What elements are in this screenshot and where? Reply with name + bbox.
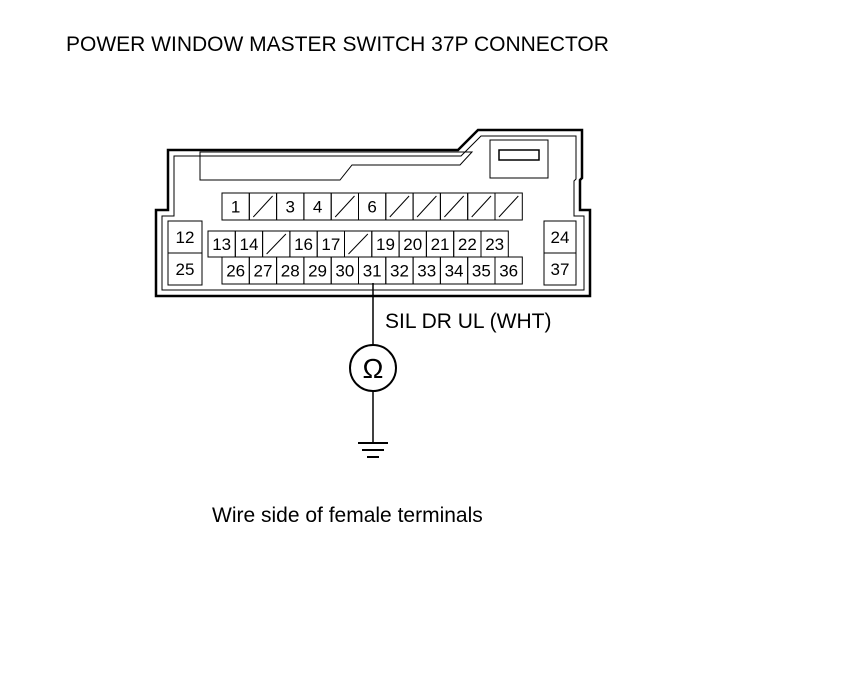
terminal-22: 22 [458,235,477,254]
terminal-31: 31 [363,262,382,281]
ohmmeter-symbol: Ω [363,353,384,384]
terminal-17: 17 [321,235,340,254]
empty-terminal-slash [348,233,369,255]
empty-terminal-slash [389,195,410,218]
connector-inner-outline [161,135,585,291]
terminal-12: 12 [176,228,195,247]
terminal-29: 29 [308,262,327,281]
terminal-1: 1 [231,198,240,217]
terminal-34: 34 [445,262,464,281]
connector-latch [489,139,549,179]
terminal-37: 37 [551,260,570,279]
empty-terminal-slash [471,195,492,218]
terminal-side-cells: 12 25 24 37 [167,220,577,286]
empty-terminal-slash [266,233,287,255]
terminal-empty-cell [494,192,523,221]
terminal-24: 24 [551,228,570,247]
terminal-23: 23 [485,235,504,254]
terminal-21: 21 [431,235,450,254]
terminal-25: 25 [176,260,195,279]
terminal-3: 3 [286,198,295,217]
terminal-row-2: 13 14 16 17 19 20 21 22 23 [207,230,509,258]
terminal-28: 28 [281,262,300,281]
empty-terminal-slash [498,195,519,218]
terminal-14: 14 [239,235,258,254]
connector-housing [154,128,592,298]
terminal-35: 35 [472,262,491,281]
empty-terminal-slash [252,195,273,218]
terminal-16: 16 [294,235,313,254]
terminal-6: 6 [367,198,376,217]
ground-icon [358,442,388,458]
terminal-13: 13 [212,235,231,254]
empty-terminal-slash [416,195,437,218]
terminal-36-cell [494,256,523,285]
terminal-19: 19 [376,235,395,254]
terminal-33: 33 [417,262,436,281]
terminal-37-cell [543,252,577,286]
connector-latch-slot [199,151,474,181]
terminal-26: 26 [226,262,245,281]
terminal-row-3: 26 27 28 29 30 31 32 33 34 35 36 [221,256,523,285]
terminal-32: 32 [390,262,409,281]
diagram-title: POWER WINDOW MASTER SWITCH 37P CONNECTOR [66,33,609,56]
terminal-36: 36 [499,262,518,281]
wire-label: SIL DR UL (WHT) [385,310,552,333]
terminal-25-cell [167,252,203,286]
connector-latch-tab [498,149,540,161]
empty-terminal-slash [334,195,355,218]
empty-terminal-slash [444,195,465,218]
terminal-30: 30 [335,262,354,281]
terminal-27: 27 [253,262,272,281]
diagram-caption: Wire side of female terminals [212,504,483,527]
terminal-20: 20 [403,235,422,254]
terminal-4: 4 [313,198,322,217]
